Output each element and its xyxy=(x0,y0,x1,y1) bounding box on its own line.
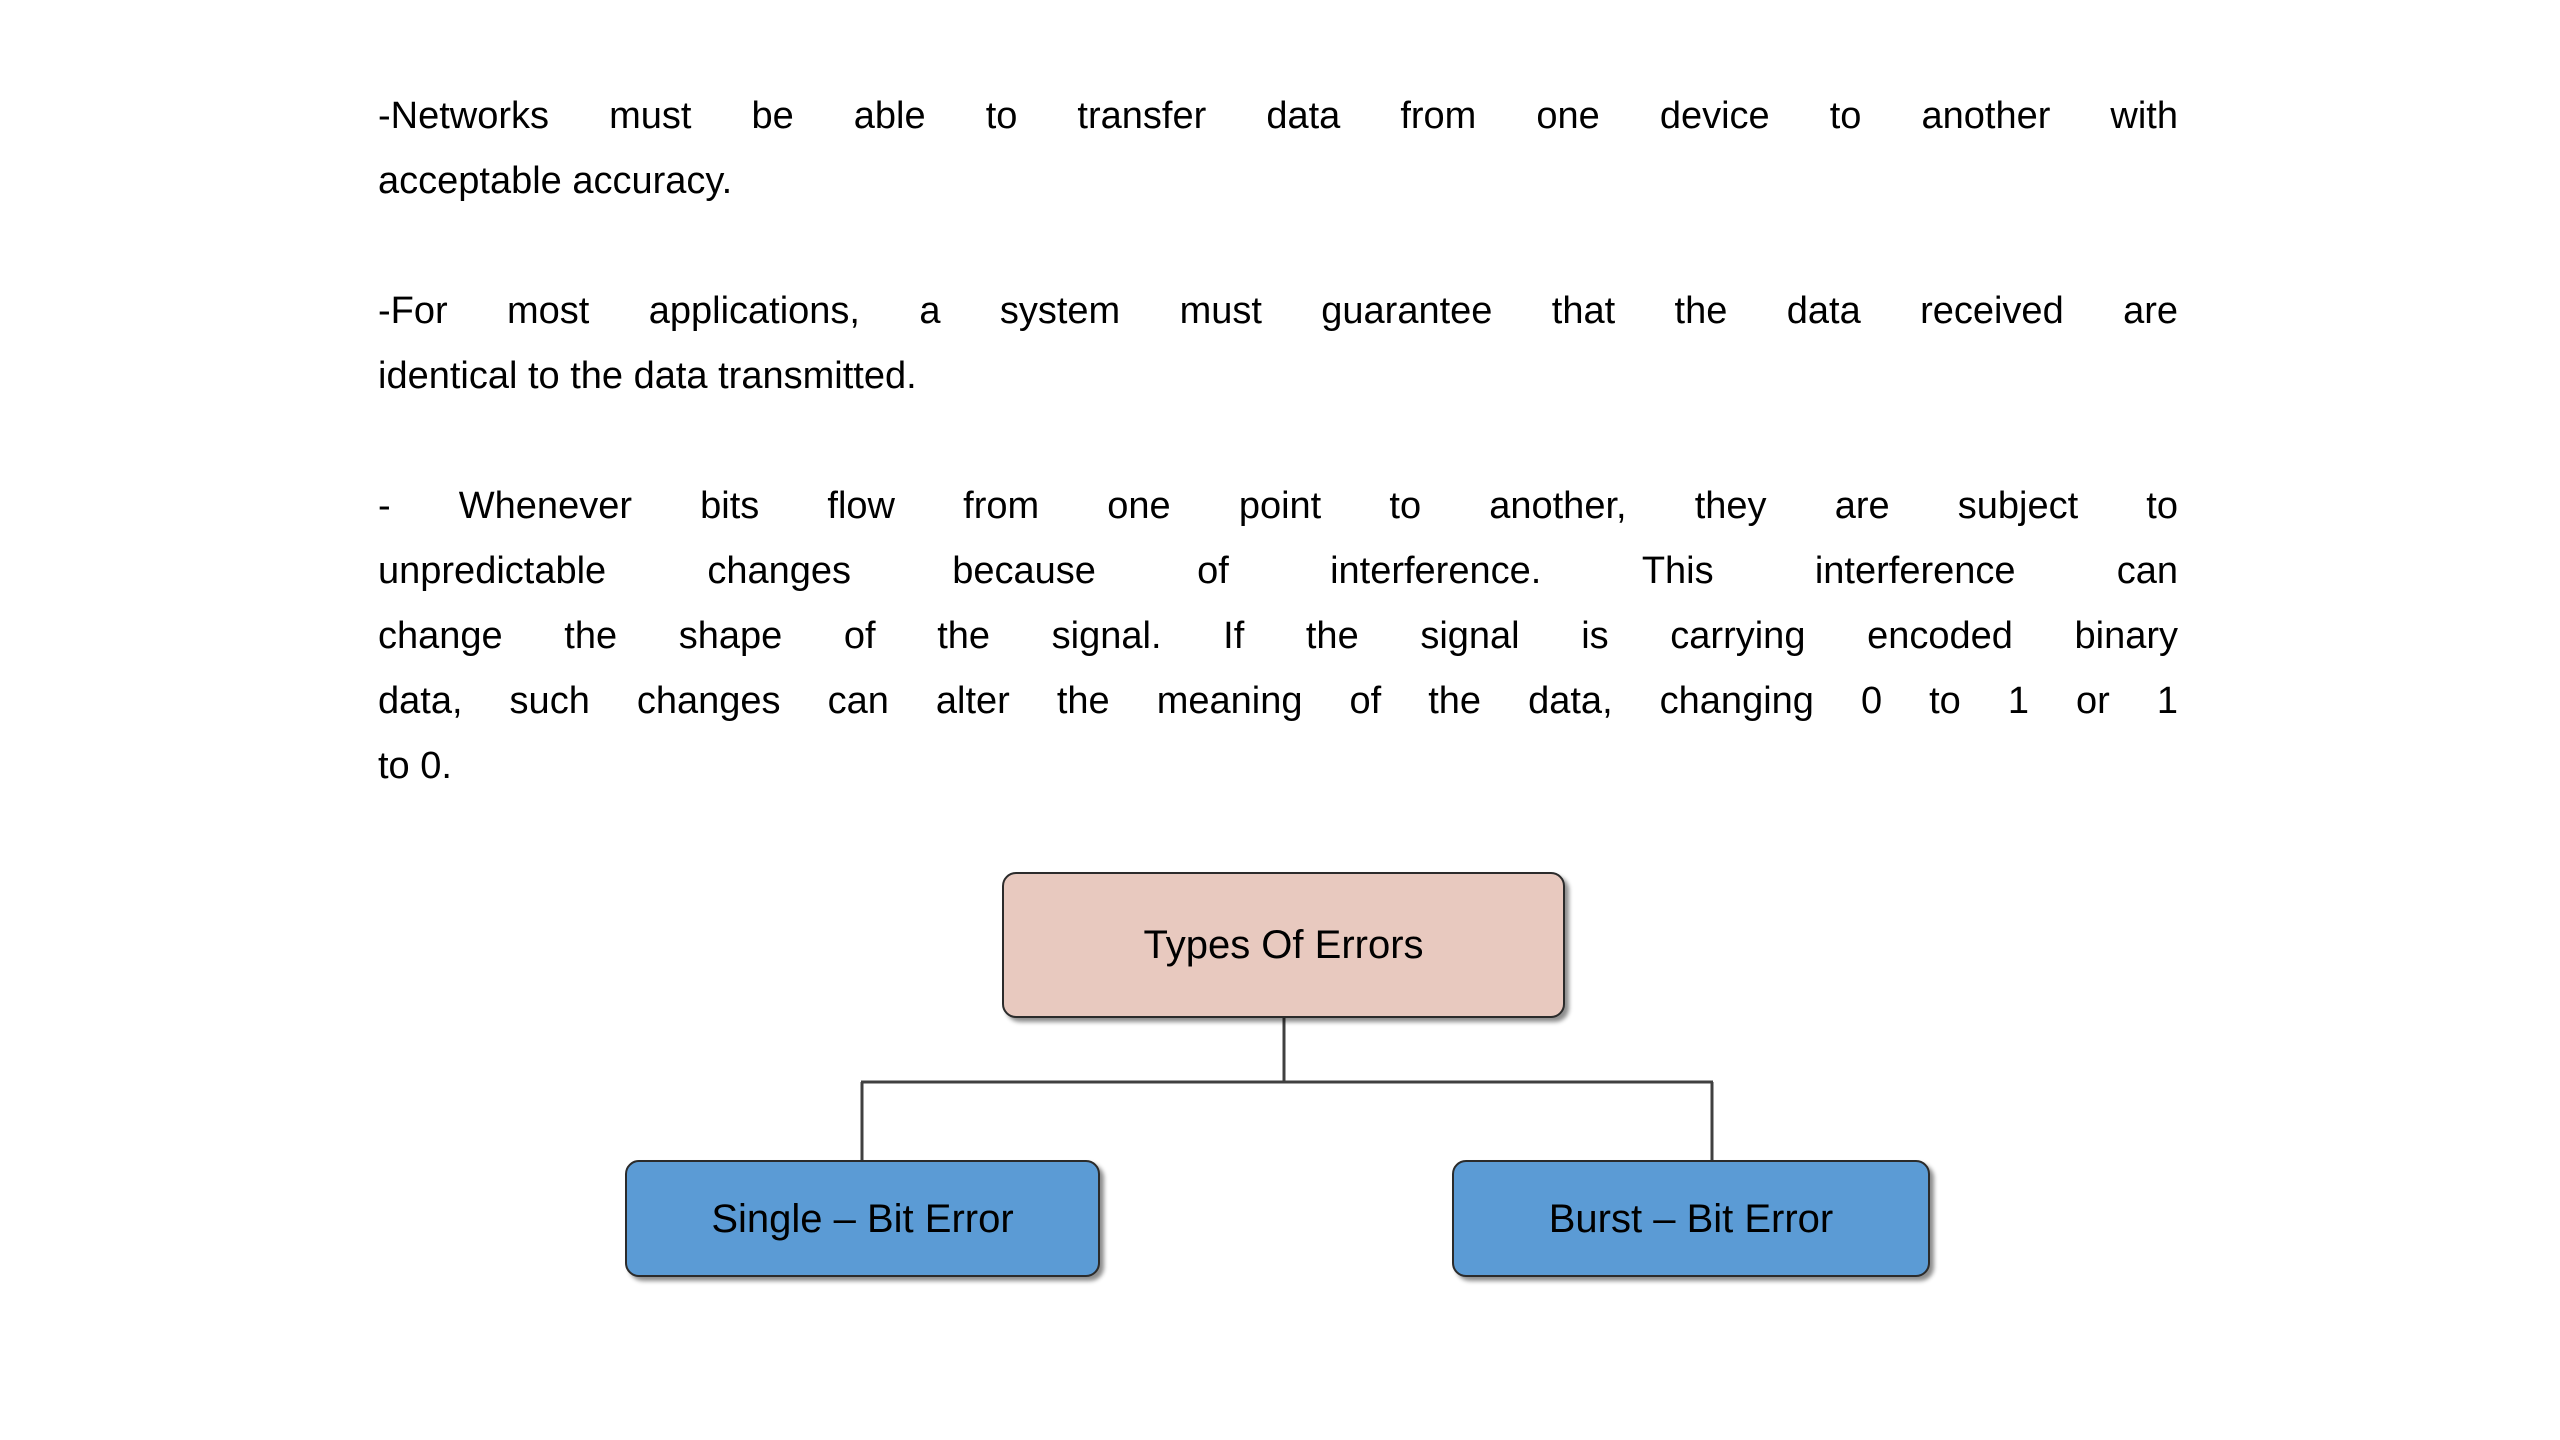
node-types-of-errors[interactable]: Types Of Errors xyxy=(1002,872,1565,1018)
paragraph-1-line-1: -Networks must be able to transfer data … xyxy=(378,95,2178,137)
node-burst-bit-error-label: Burst – Bit Error xyxy=(1548,1196,1834,1241)
paragraph-3: - Whenever bits flow from one point to a… xyxy=(378,474,2178,799)
node-burst-bit-error[interactable]: Burst – Bit Error xyxy=(1452,1160,1930,1277)
paragraph-2: -For most applications, a system must gu… xyxy=(378,279,2178,409)
node-types-of-errors-label: Types Of Errors xyxy=(1143,923,1424,967)
paragraph-3-line-4: data, such changes can alter the meaning… xyxy=(378,680,2178,722)
node-single-bit-error-label: Single – Bit Error xyxy=(711,1196,1014,1241)
paragraph-3-line-3: change the shape of the signal. If the s… xyxy=(378,615,2178,657)
body-text-block: -Networks must be able to transfer data … xyxy=(378,84,2178,799)
paragraph-3-line-5: to 0. xyxy=(378,745,452,787)
paragraph-3-line-1: - Whenever bits flow from one point to a… xyxy=(378,485,2178,527)
paragraph-1-line-2: acceptable accuracy. xyxy=(378,160,733,202)
node-single-bit-error[interactable]: Single – Bit Error xyxy=(625,1160,1100,1277)
paragraph-3-line-2: unpredictable changes because of interfe… xyxy=(378,550,2178,592)
paragraph-2-line-1: -For most applications, a system must gu… xyxy=(378,290,2178,332)
paragraph-1: -Networks must be able to transfer data … xyxy=(378,84,2178,214)
paragraph-2-line-2: identical to the data transmitted. xyxy=(378,355,917,397)
